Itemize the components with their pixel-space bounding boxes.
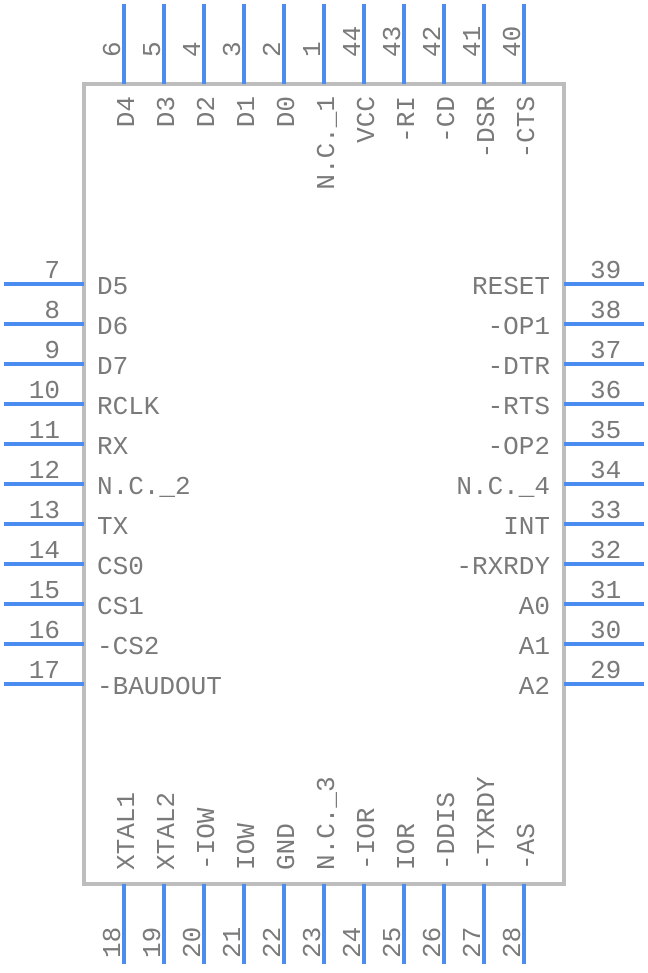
pin-number-37: 37 [590, 336, 621, 366]
pin-number-43: 43 [378, 26, 408, 57]
pin-number-15: 15 [29, 576, 60, 606]
pin-number-7: 7 [44, 256, 60, 286]
pin-label-20: -IOW [192, 807, 222, 870]
pin-number-41: 41 [458, 26, 488, 57]
pin-label-3: D1 [232, 96, 262, 127]
pin-label-26: -DDIS [432, 792, 462, 870]
pin-label-1: N.C._1 [312, 96, 342, 190]
pin-number-6: 6 [98, 41, 128, 57]
pin-number-44: 44 [338, 26, 368, 57]
pin-number-38: 38 [590, 296, 621, 326]
pin-label-5: D3 [152, 96, 182, 127]
pin-label-33: INT [503, 512, 550, 542]
pin-number-22: 22 [258, 927, 288, 958]
pin-label-27: -TXRDY [472, 776, 502, 870]
pin-number-4: 4 [178, 41, 208, 57]
pin-label-19: XTAL2 [152, 792, 182, 870]
pin-number-31: 31 [590, 576, 621, 606]
pin-number-39: 39 [590, 256, 621, 286]
pin-number-36: 36 [590, 376, 621, 406]
pin-label-41: -DSR [472, 96, 502, 158]
pin-number-28: 28 [498, 927, 528, 958]
pin-number-25: 25 [378, 927, 408, 958]
pin-number-9: 9 [44, 336, 60, 366]
pin-number-24: 24 [338, 927, 368, 958]
pin-label-2: D0 [272, 96, 302, 127]
pin-number-5: 5 [138, 41, 168, 57]
pin-number-2: 2 [258, 41, 288, 57]
pin-number-23: 23 [298, 927, 328, 958]
pin-label-44: VCC [352, 96, 382, 143]
pin-label-7: D5 [97, 272, 128, 302]
pin-label-15: CS1 [97, 592, 144, 622]
pin-label-17: -BAUDOUT [97, 672, 222, 702]
pin-label-32: -RXRDY [456, 552, 550, 582]
pin-label-24: -IOR [352, 808, 382, 870]
pin-number-33: 33 [590, 496, 621, 526]
pin-number-17: 17 [29, 656, 60, 686]
pin-label-14: CS0 [97, 552, 144, 582]
pin-number-14: 14 [29, 536, 60, 566]
pin-number-20: 20 [178, 927, 208, 958]
pin-label-31: A0 [519, 592, 550, 622]
pin-number-21: 21 [218, 927, 248, 958]
pin-label-28: -AS [512, 823, 542, 870]
pin-label-8: D6 [97, 312, 128, 342]
pin-label-25: IOR [392, 823, 422, 870]
pin-number-18: 18 [98, 927, 128, 958]
pin-label-4: D2 [192, 96, 222, 127]
pin-number-42: 42 [418, 26, 448, 57]
pin-label-36: -RTS [488, 392, 550, 422]
pin-number-32: 32 [590, 536, 621, 566]
pin-number-13: 13 [29, 496, 60, 526]
pin-number-10: 10 [29, 376, 60, 406]
pin-number-16: 16 [29, 616, 60, 646]
pin-label-9: D7 [97, 352, 128, 382]
pin-number-35: 35 [590, 416, 621, 446]
pin-label-38: -OP1 [488, 312, 550, 342]
pin-label-12: N.C._2 [97, 472, 191, 502]
pin-label-18: XTAL1 [112, 792, 142, 870]
pin-number-11: 11 [29, 416, 60, 446]
pin-number-34: 34 [590, 456, 621, 486]
pin-label-22: GND [272, 823, 302, 870]
pin-label-43: -RI [392, 96, 422, 143]
pin-label-42: -CD [432, 96, 462, 143]
pin-number-1: 1 [298, 41, 328, 57]
pin-number-26: 26 [418, 927, 448, 958]
pin-label-39: RESET [472, 272, 550, 302]
pin-label-30: A1 [519, 632, 550, 662]
pin-label-34: N.C._4 [456, 472, 550, 502]
pin-label-6: D4 [112, 96, 142, 127]
pin-number-3: 3 [218, 41, 248, 57]
pin-number-12: 12 [29, 456, 60, 486]
pin-label-40: -CTS [512, 96, 542, 158]
pin-number-29: 29 [590, 656, 621, 686]
pin-label-10: RCLK [97, 392, 160, 422]
pin-label-29: A2 [519, 672, 550, 702]
pin-label-13: TX [97, 512, 129, 542]
pin-number-27: 27 [458, 927, 488, 958]
pin-label-16: -CS2 [97, 632, 159, 662]
pin-label-21: IOW [232, 823, 262, 870]
pin-label-23: N.C._3 [312, 776, 342, 870]
pin-label-11: RX [97, 432, 129, 462]
pin-label-35: -OP2 [488, 432, 550, 462]
pin-number-8: 8 [44, 296, 60, 326]
pin-number-19: 19 [138, 927, 168, 958]
pin-number-30: 30 [590, 616, 621, 646]
pin-number-40: 40 [498, 26, 528, 57]
pin-label-37: -DTR [488, 352, 550, 382]
